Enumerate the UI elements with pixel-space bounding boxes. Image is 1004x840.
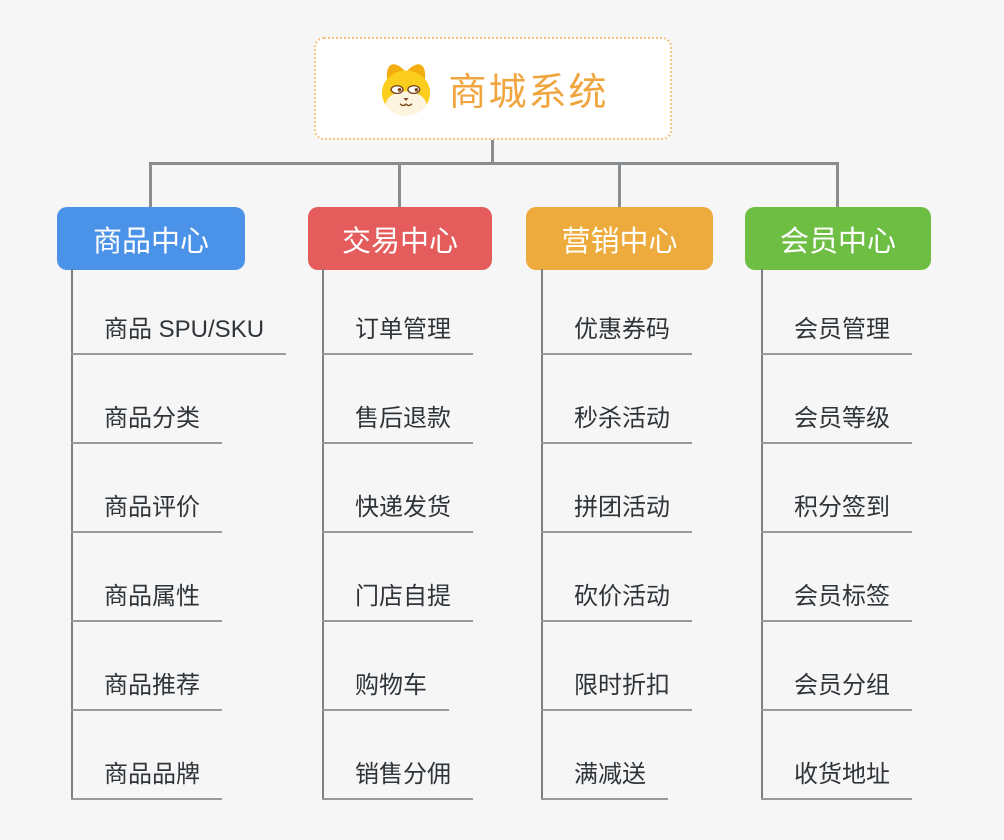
child-topic[interactable]: 会员标签: [761, 582, 912, 622]
child-topic[interactable]: 商品属性: [71, 582, 222, 622]
child-topic[interactable]: 门店自提: [322, 582, 473, 622]
trunk-line-branch-2: [322, 269, 324, 800]
trunk-line-branch-1: [71, 269, 73, 800]
child-topic[interactable]: 满减送: [541, 760, 668, 800]
child-topic[interactable]: 会员等级: [761, 404, 912, 444]
dog-face-icon: [382, 63, 431, 115]
child-topic[interactable]: 积分签到: [761, 493, 912, 533]
child-topic[interactable]: 商品评价: [71, 493, 222, 533]
child-topic[interactable]: 快递发货: [322, 493, 473, 533]
child-topic[interactable]: 商品分类: [71, 404, 222, 444]
child-topic[interactable]: 限时折扣: [541, 671, 692, 711]
child-topic[interactable]: 砍价活动: [541, 582, 692, 622]
child-topic[interactable]: 售后退款: [322, 404, 473, 444]
child-topic[interactable]: 优惠券码: [541, 315, 692, 355]
trunk-line-branch-4: [761, 269, 763, 800]
child-topic[interactable]: 商品品牌: [71, 760, 222, 800]
connector-horizontal: [149, 162, 839, 165]
child-topic[interactable]: 拼团活动: [541, 493, 692, 533]
connector-root-drop: [491, 139, 494, 165]
connector-stub-branch-1: [149, 162, 152, 210]
connector-stub-branch-2: [398, 162, 401, 210]
child-topic[interactable]: 订单管理: [322, 315, 473, 355]
connector-stub-branch-3: [618, 162, 621, 210]
branch-product-center[interactable]: 商品中心: [57, 207, 245, 270]
child-topic[interactable]: 收货地址: [761, 760, 912, 800]
child-topic[interactable]: 商品 SPU/SKU: [71, 315, 287, 355]
branch-marketing-center[interactable]: 营销中心: [526, 207, 713, 270]
branch-member-center[interactable]: 会员中心: [745, 207, 931, 270]
child-topic[interactable]: 会员管理: [761, 315, 912, 355]
child-topic[interactable]: 销售分佣: [322, 760, 473, 800]
child-topic[interactable]: 购物车: [322, 671, 449, 711]
root-topic[interactable]: 商城系统: [314, 37, 672, 140]
child-topic[interactable]: 商品推荐: [71, 671, 222, 711]
child-topic[interactable]: 会员分组: [761, 671, 912, 711]
trunk-line-branch-3: [541, 269, 543, 800]
branch-trade-center[interactable]: 交易中心: [308, 207, 492, 270]
root-topic-title: 商城系统: [448, 72, 609, 114]
connector-stub-branch-4: [836, 162, 839, 210]
child-topic[interactable]: 秒杀活动: [541, 404, 692, 444]
